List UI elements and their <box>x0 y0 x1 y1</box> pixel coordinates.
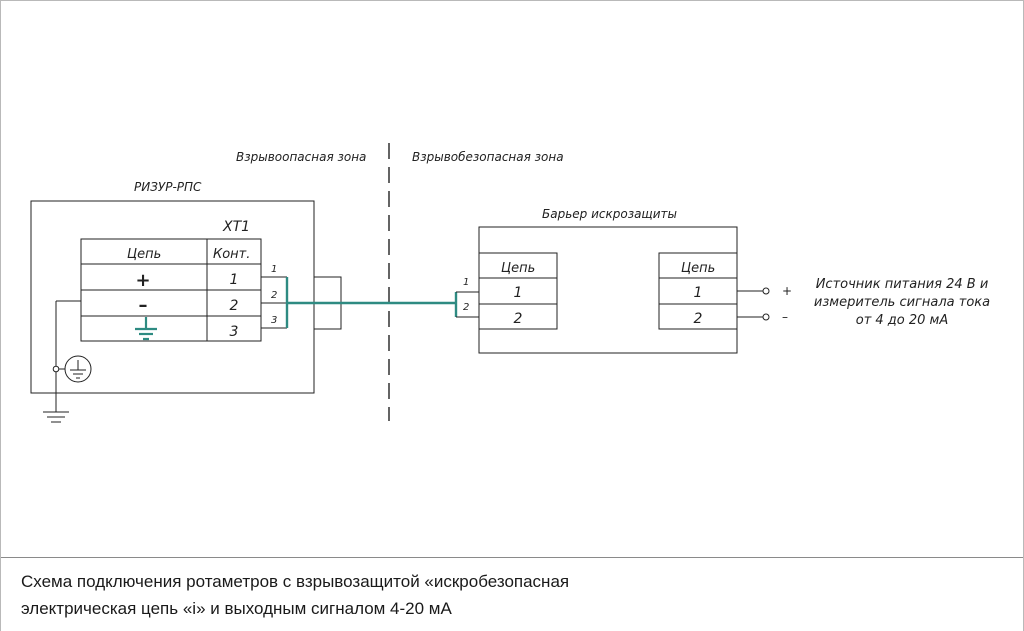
terminal-row-2-contact: 2 <box>230 298 239 314</box>
device-pin-label-3: 3 <box>271 315 277 326</box>
barrier-left-table <box>478 252 558 330</box>
terminal-row-3-contact: 3 <box>230 324 239 340</box>
output-terminal-minus <box>762 313 770 321</box>
ground-wiring <box>43 300 81 423</box>
barrier-left-row-2: 2 <box>514 311 523 327</box>
caption-line-1: Схема подключения ротаметров с взрывозащ… <box>21 572 570 591</box>
terminal-row-1-contact: 1 <box>230 272 239 288</box>
barrier-right-row-1: 1 <box>694 285 703 301</box>
caption-line-2: электрическая цепь «i» и выходным сигнал… <box>21 599 452 618</box>
terminal-header-circuit: Цепь <box>127 247 161 262</box>
source-text-line-2: измеритель сигнала тока <box>814 295 990 310</box>
terminal-row-2-circuit: – <box>139 295 148 316</box>
barrier-title: Барьер искрозащиты <box>542 207 677 221</box>
barrier-right-header: Цепь <box>681 261 715 276</box>
caption-panel: Схема подключения ротаметров с взрывозащ… <box>1 557 1023 631</box>
zone-label-safe: Взрывобезопасная зона <box>412 150 564 164</box>
terminal-table <box>80 238 262 342</box>
terminal-block-label: XT1 <box>222 219 250 235</box>
device-title: РИЗУР-РПС <box>134 180 202 194</box>
output-minus-sign: – <box>782 310 788 324</box>
barrier-pin-label-2: 2 <box>463 302 469 313</box>
wiring-diagram: Взрывоопасная зона Взрывобезопасная зона… <box>30 143 990 423</box>
source-text-line-1: Источник питания 24 В и <box>816 277 989 292</box>
terminal-row-1-circuit: + <box>135 270 150 291</box>
source-text-line-3: от 4 до 20 мА <box>856 313 949 328</box>
barrier-right-row-2: 2 <box>694 311 703 327</box>
zone-label-hazardous: Взрывоопасная зона <box>236 150 366 164</box>
barrier-pin-label-1: 1 <box>463 277 469 288</box>
device-pin-label-2: 2 <box>271 290 277 301</box>
output-plus-sign: + <box>782 284 792 298</box>
device-pin-label-1: 1 <box>271 264 277 275</box>
ground-junction <box>52 365 60 373</box>
barrier-left-header: Цепь <box>501 261 535 276</box>
barrier-left-row-1: 1 <box>514 285 523 301</box>
protective-earth-icon <box>64 355 92 383</box>
output-wiring <box>737 290 763 318</box>
output-terminal-plus <box>762 287 770 295</box>
signal-cable <box>285 277 458 328</box>
terminal-header-contact: Конт. <box>213 247 250 262</box>
ground-icon <box>135 317 157 341</box>
